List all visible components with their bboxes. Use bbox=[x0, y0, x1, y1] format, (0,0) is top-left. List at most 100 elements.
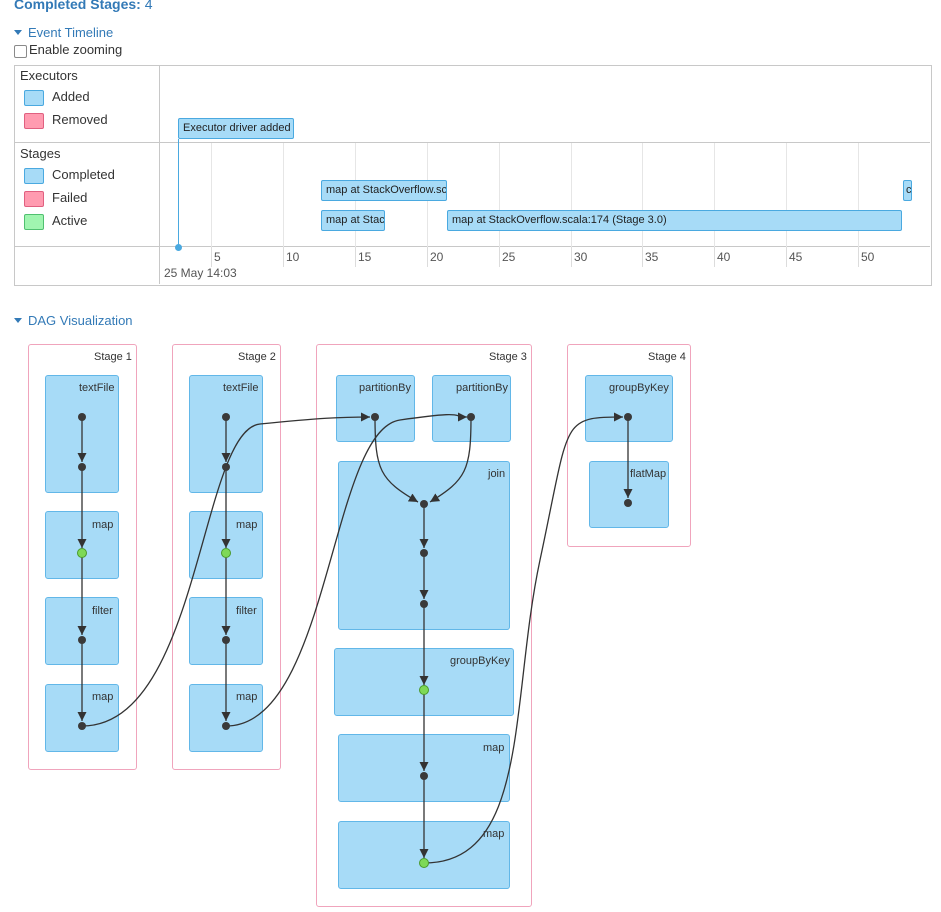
edge bbox=[81, 412, 371, 727]
timeline-tick-mark bbox=[283, 247, 284, 267]
timeline-grid-line bbox=[858, 143, 859, 266]
dag-visualization-toggle[interactable]: DAG Visualization bbox=[14, 313, 133, 328]
rdd-node bbox=[420, 600, 428, 608]
stage-3-op-partitionby-2-label: partitionBy bbox=[456, 382, 508, 394]
stage-4-op-flatmap-label: flatMap bbox=[630, 468, 667, 480]
executors-group-label: Executors bbox=[20, 68, 78, 83]
stage-3-op-map-2-label: map bbox=[483, 828, 505, 840]
timeline-tick-mark bbox=[211, 247, 212, 267]
stage-4-op-groupbykey[interactable] bbox=[585, 375, 673, 442]
stage-3-title: Stage 3 bbox=[489, 351, 527, 363]
timeline-row-divider bbox=[15, 142, 930, 143]
active-legend-swatch bbox=[24, 214, 44, 230]
timeline-tick-label: 45 bbox=[789, 250, 803, 264]
timeline-tick-label: 50 bbox=[861, 250, 875, 264]
timeline-grid-line bbox=[786, 143, 787, 266]
active-legend-label: Active bbox=[52, 213, 88, 228]
completed-legend-swatch bbox=[24, 168, 44, 184]
timeline-tick-mark bbox=[571, 247, 572, 267]
edge bbox=[429, 416, 472, 503]
stage-2-op-textfile-label: textFile bbox=[223, 382, 259, 394]
timeline-grid-line bbox=[714, 143, 715, 266]
stage-2-cluster[interactable] bbox=[172, 344, 281, 770]
failed-legend-label: Failed bbox=[52, 190, 88, 205]
timeline-tick-label: 5 bbox=[214, 250, 221, 264]
completed-stages-count: 4 bbox=[144, 0, 153, 12]
timeline-tick-label: 10 bbox=[286, 250, 300, 264]
rdd-node bbox=[624, 499, 632, 507]
stage-2-title: Stage 2 bbox=[238, 351, 276, 363]
executor-event-dot bbox=[175, 244, 182, 251]
stage-1-title: Stage 1 bbox=[94, 351, 132, 363]
rdd-node bbox=[78, 463, 86, 471]
dag-visualization-label: DAG Visualization bbox=[28, 313, 133, 328]
rdd-node bbox=[467, 413, 475, 421]
timeline-tick-label: 40 bbox=[717, 250, 731, 264]
cached-rdd-node bbox=[419, 685, 429, 695]
timeline-grid-line bbox=[571, 143, 572, 266]
stage-4-cluster[interactable] bbox=[567, 344, 691, 547]
timeline-tick-mark bbox=[858, 247, 859, 267]
executor-event-line bbox=[178, 139, 179, 247]
stage-3-op-join-label: join bbox=[488, 468, 506, 480]
stage-2-op-map-label: map bbox=[236, 519, 258, 531]
edge bbox=[374, 416, 419, 503]
timeline-grid-line bbox=[427, 143, 428, 266]
stage-1-op-filter-label: filter bbox=[92, 605, 113, 617]
timeline-tick-label: 25 bbox=[502, 250, 516, 264]
stage-3-op-partitionby-1-label: partitionBy bbox=[359, 382, 411, 394]
executor-added-event[interactable]: Executor driver added bbox=[178, 118, 294, 139]
timeline-grid-line bbox=[642, 143, 643, 266]
stage-item-3[interactable]: map at StackOverflow.scala:174 (Stage 3.… bbox=[447, 210, 902, 231]
stage-1-op-map-label: map bbox=[92, 519, 114, 531]
rdd-node bbox=[222, 463, 230, 471]
rdd-node bbox=[222, 636, 230, 644]
stage-item-1[interactable]: map at StackOverflow.scala bbox=[321, 180, 447, 201]
added-legend-label: Added bbox=[52, 89, 90, 104]
completed-stages-label: Completed Stages: bbox=[14, 0, 141, 12]
stage-item-4[interactable]: c bbox=[903, 180, 912, 201]
timeline-grid-line bbox=[499, 143, 500, 266]
rdd-node bbox=[78, 413, 86, 421]
timeline-date-label: 25 May 14:03 bbox=[164, 266, 237, 280]
rdd-node bbox=[222, 722, 230, 730]
timeline-tick-mark bbox=[714, 247, 715, 267]
timeline-grid-line bbox=[355, 143, 356, 266]
timeline-grid-line bbox=[211, 143, 212, 266]
stage-4-op-groupbykey-label: groupByKey bbox=[609, 382, 669, 394]
stage-item-2[interactable]: map at Stac bbox=[321, 210, 385, 231]
timeline-grid-line bbox=[283, 143, 284, 266]
timeline-tick-label: 30 bbox=[574, 250, 588, 264]
timeline-tick-mark bbox=[642, 247, 643, 267]
completed-stages-heading[interactable]: Completed Stages: 4 bbox=[14, 0, 153, 12]
timeline-tick-label: 15 bbox=[358, 250, 372, 264]
added-legend-swatch bbox=[24, 90, 44, 106]
removed-legend-label: Removed bbox=[52, 112, 108, 127]
timeline-tick-mark bbox=[499, 247, 500, 267]
stage-3-cluster[interactable] bbox=[316, 344, 532, 907]
stages-group-label: Stages bbox=[20, 146, 61, 161]
rdd-node bbox=[420, 772, 428, 780]
stage-4-title: Stage 4 bbox=[648, 351, 686, 363]
rdd-node bbox=[222, 413, 230, 421]
rdd-node bbox=[78, 636, 86, 644]
stage-2-op-map-2-label: map bbox=[236, 691, 258, 703]
rdd-node bbox=[420, 549, 428, 557]
cached-rdd-node bbox=[419, 858, 429, 868]
stage-1-cluster[interactable] bbox=[28, 344, 137, 770]
cached-rdd-node bbox=[221, 548, 231, 558]
caret-down-icon bbox=[14, 30, 22, 36]
zoom-checkbox[interactable] bbox=[14, 45, 27, 58]
stage-3-op-partitionby-2[interactable] bbox=[432, 375, 511, 442]
stage-1-op-map-2-label: map bbox=[92, 691, 114, 703]
cached-rdd-node bbox=[77, 548, 87, 558]
timeline-tick-label: 35 bbox=[645, 250, 659, 264]
stage-3-op-map-label: map bbox=[483, 742, 505, 754]
timeline-axis-line bbox=[15, 246, 930, 247]
event-timeline-toggle[interactable]: Event Timeline bbox=[14, 25, 113, 40]
stage-3-op-groupbykey-label: groupByKey bbox=[450, 655, 510, 667]
rdd-node bbox=[371, 413, 379, 421]
timeline-tick-mark bbox=[786, 247, 787, 267]
timeline-label-divider bbox=[159, 66, 160, 284]
